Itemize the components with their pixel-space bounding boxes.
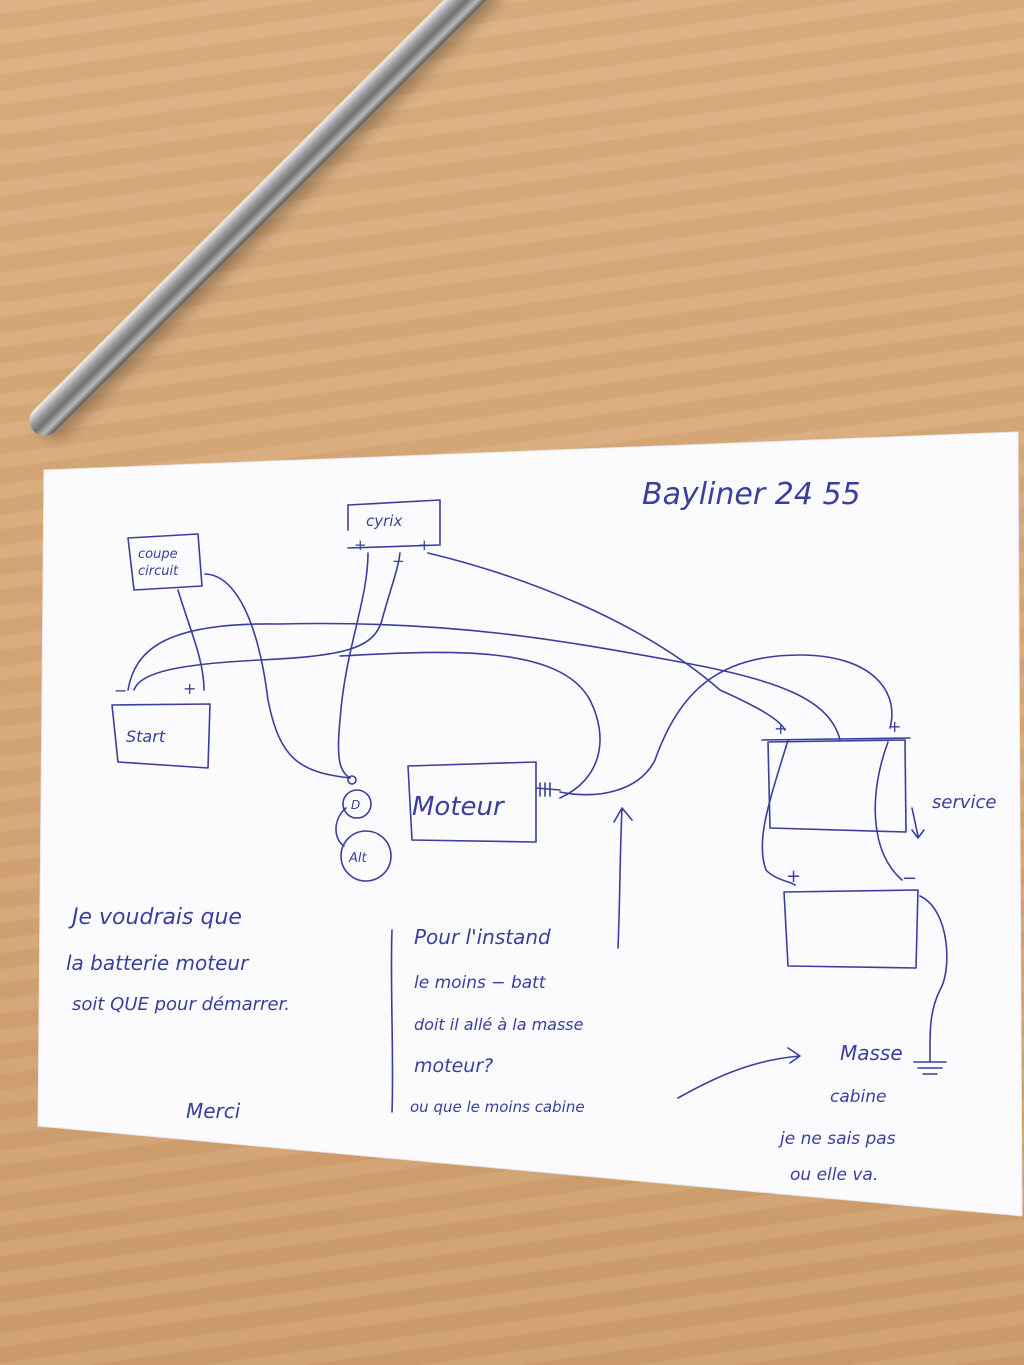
note-middle-line5: ou que le moins cabine (410, 1098, 585, 1116)
moteur-box (407, 761, 537, 843)
note-middle-line1: Pour l'instand (414, 925, 551, 949)
start-battery (111, 703, 211, 769)
alt-label: Alt (348, 851, 368, 866)
d-label: D (351, 798, 360, 812)
cyrix-label: cyrix (366, 512, 402, 530)
wire-moteur-loop (339, 651, 601, 799)
wire-service-minus (874, 741, 903, 881)
wire-service-plus (761, 739, 796, 886)
coupe-circuit-box (127, 533, 203, 591)
wire-coupe-to-start (177, 589, 205, 691)
note-left-line2: la batterie moteur (66, 951, 250, 975)
start-minus: − (114, 681, 127, 700)
arrow-service-icon (911, 807, 925, 839)
wire-moteur-to-service (559, 654, 893, 796)
paper-sheet (37, 431, 1023, 1217)
ground-icon (913, 1047, 947, 1075)
wire-cyrix-to-service (427, 552, 786, 731)
moteur-label: Moteur (412, 792, 506, 822)
arrow-up-icon (613, 807, 633, 949)
note-right-line1: cabine (830, 1087, 887, 1107)
cyrix-plus-right: + (418, 536, 431, 554)
note-right-line2: je ne sais pas (778, 1129, 896, 1149)
wire-cyrix-to-d (337, 552, 369, 779)
note-left-line3: soit QUE pour démarrer. (72, 994, 290, 1015)
coupe-label: coupe (138, 547, 178, 562)
wire-coupe-to-d (204, 573, 351, 779)
circuit-label: circuit (138, 564, 179, 579)
cyrix-plus-left: + (354, 536, 367, 554)
alt-circle (340, 830, 392, 882)
wire-to-masse (919, 895, 948, 1049)
cyrix-minus: − (392, 552, 405, 570)
wire-start-to-cyrix (133, 552, 401, 691)
note-right-line3: ou elle va. (790, 1165, 878, 1185)
masse-label: Masse (840, 1041, 903, 1065)
cabin-minus: − (902, 868, 917, 889)
moteur-terminal-icon (535, 782, 561, 797)
service-plus-top: + (774, 719, 787, 738)
cabin-battery (783, 889, 919, 969)
cyrix-box (347, 499, 441, 549)
start-label: Start (126, 727, 166, 746)
d-circle (342, 789, 372, 819)
note-middle-line3: doit il allé à la masse (414, 1015, 584, 1034)
note-left-line1: Je voudrais que (68, 905, 242, 930)
cabin-plus: + (786, 866, 801, 887)
note-middle-line2: le moins − batt (414, 973, 547, 993)
service-battery (767, 739, 907, 833)
note-divider (390, 929, 394, 1113)
service-plus-top-right: + (888, 717, 901, 736)
page-title: Bayliner 24 55 (642, 477, 861, 512)
arrow-right-icon (677, 1047, 801, 1099)
service-label: service (932, 792, 996, 813)
note-middle-line4: moteur? (414, 1055, 493, 1077)
note-merci: Merci (186, 1099, 241, 1123)
start-plus: + (183, 679, 196, 698)
wire-start-top (127, 622, 841, 741)
